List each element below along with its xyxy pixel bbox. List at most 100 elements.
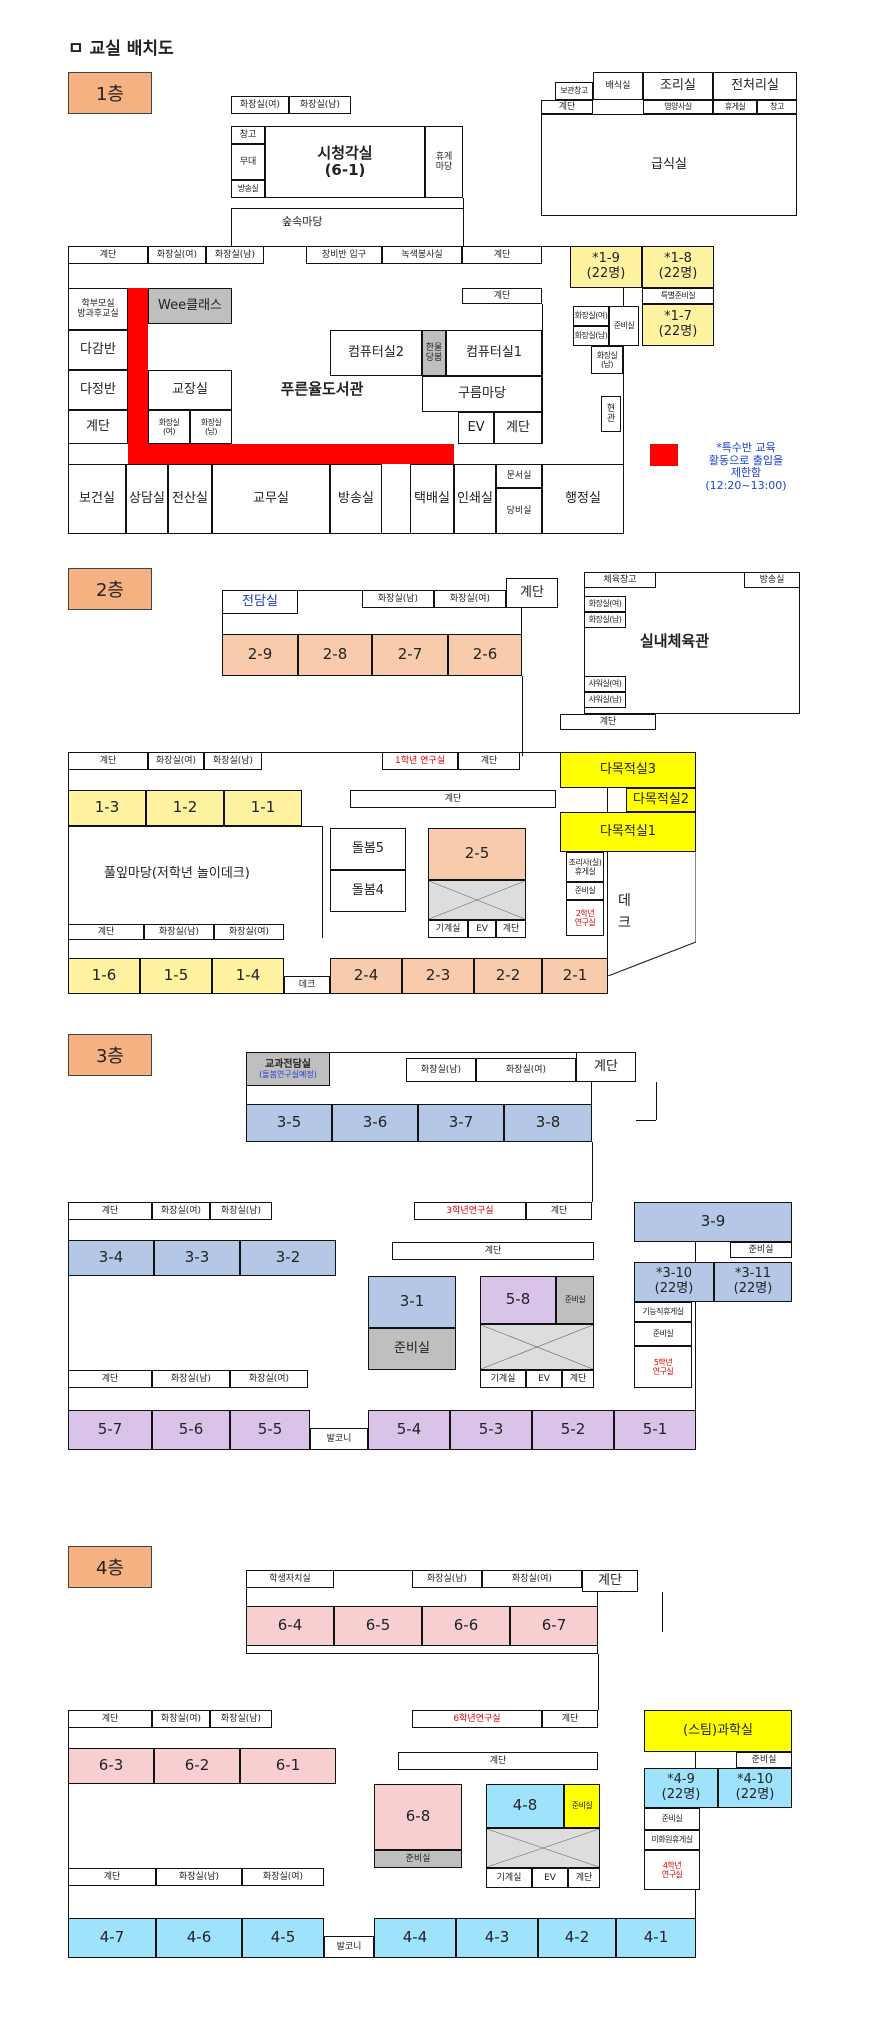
f1-hanul: 한울 당봄: [422, 330, 446, 376]
f1-wc-m-2: 화장실(남): [573, 326, 609, 346]
f2-g2-research: 2학년 연구실: [566, 900, 604, 936]
f1-wee-class: Wee클래스: [148, 288, 232, 324]
f2-gym-outline: [584, 572, 800, 714]
f2-wc-f: 화장실(여): [434, 590, 506, 608]
f1-entrance: 장비반 입구: [306, 246, 382, 264]
f3-balcony: 발코니: [310, 1428, 368, 1450]
f1-stairs-1: 계단: [68, 246, 148, 264]
f3-class-3-11: *3-11 (22명): [714, 1262, 792, 1302]
f2-yard: 풀잎마당(저학년 놀이데크): [104, 866, 250, 881]
f4-stairs-3: 계단: [398, 1752, 598, 1770]
f3-wc-f-1: 화장실(여): [152, 1202, 210, 1220]
f1-stage: 무대: [231, 144, 265, 180]
f1-class-1-7: *1-7 (22명): [642, 304, 714, 346]
f1-restricted-corridor-v: [128, 288, 148, 464]
f1-dagam: 다감반: [68, 330, 128, 370]
f1-health: 보건실: [68, 464, 126, 534]
f1-green: 녹색봉사실: [382, 246, 462, 264]
f1-serving: 배식실: [593, 72, 643, 100]
floor-4-label: 4층: [68, 1546, 152, 1588]
f4-wc-f-1: 화장실(여): [152, 1710, 210, 1728]
floor-1-label: 1층: [68, 72, 152, 114]
f3-stairs-top: 계단: [576, 1052, 636, 1082]
f3-class-3-9: 3-9: [634, 1202, 792, 1242]
f1-after-school: 학부모실 방과후교실: [68, 288, 128, 330]
f3-class-5-4: 5-4: [368, 1410, 450, 1450]
f1-bcast-small: 방송실: [231, 180, 265, 198]
f2-stairs-1: 계단: [68, 752, 148, 770]
f4-balcony: 발코니: [324, 1936, 374, 1958]
f4-wc-m-1: 화장실(남): [210, 1710, 272, 1728]
f1-rest-yard: 휴게 마당: [425, 126, 463, 198]
f4-g6-research: 6학년연구실: [412, 1710, 542, 1728]
f1-rest-room: 휴게실: [713, 100, 757, 114]
f3-wc-m-2: 화장실(남): [152, 1370, 230, 1388]
f4-prep-3: 준비실: [644, 1808, 700, 1830]
f4-prep-2: 준비실: [374, 1850, 462, 1868]
f1-restricted-note: *특수반 교육 활동으로 출입을 제한함 (12:20~13:00): [705, 441, 787, 492]
f1-storage: 창고: [231, 126, 265, 144]
f1-wc-m-1: 화장실(남): [206, 246, 264, 264]
f3-subject-label: 교과전담실: [265, 1058, 311, 1070]
f2-class-2-8: 2-8: [298, 634, 372, 676]
f3-stairs-2: 계단: [526, 1202, 592, 1220]
f2-ev: EV: [468, 920, 496, 938]
f4-class-6-6: 6-6: [422, 1606, 510, 1646]
f2-machine: 기계실: [428, 920, 468, 938]
f2-class-1-2: 1-2: [146, 790, 224, 826]
f3-stairs-ev: 계단: [562, 1370, 594, 1388]
f1-staff-room: 교무실: [212, 464, 330, 534]
f4-class-4-6: 4-6: [156, 1918, 242, 1958]
f4-class-6-5: 6-5: [334, 1606, 422, 1646]
f1-gureum: 구름마당: [422, 376, 542, 412]
f3-ev: EV: [526, 1370, 562, 1388]
f4-stairs-top: 계단: [582, 1570, 638, 1592]
f1-print: 인쇄실: [454, 464, 496, 534]
f2-class-2-4: 2-4: [330, 958, 402, 994]
f2-care-4: 돌봄4: [330, 870, 406, 912]
f2-deck-2: 데크: [284, 976, 330, 994]
f3-wc-f: 화장실(여): [476, 1058, 576, 1082]
f1-kitchen: 조리실: [643, 72, 713, 100]
f1-forest-yard: 숲속마당: [282, 215, 323, 228]
f1-wc-staff-m: 화장실 (남): [190, 410, 232, 444]
f1-wc-f-2: 화장실(여): [573, 306, 609, 326]
f1-stairs-ev: 계단: [494, 412, 542, 444]
f2-wc-f-1: 화장실(여): [148, 752, 204, 770]
f4-wc-f-2: 화장실(여): [242, 1868, 324, 1886]
f2-class-1-4: 1-4: [212, 958, 284, 994]
f3-prep-2: 준비실: [368, 1328, 456, 1370]
f1-ev: EV: [458, 412, 494, 444]
f4-class-6-4: 6-4: [246, 1606, 334, 1646]
f3-class-5-2: 5-2: [532, 1410, 614, 1450]
f4-stairs-4: 계단: [68, 1868, 156, 1886]
f3-prep-v: 준비실: [556, 1276, 594, 1324]
f4-class-4-4: 4-4: [374, 1918, 456, 1958]
f4-machine: 기계실: [486, 1868, 532, 1888]
f1-wc-f-top: 화장실(여): [231, 96, 289, 114]
f3-class-3-10: *3-10 (22명): [634, 1262, 714, 1302]
f1-dajeong: 다정반: [68, 370, 128, 410]
f3-wc-m-1: 화장실(남): [210, 1202, 272, 1220]
f2-class-2-9: 2-9: [222, 634, 298, 676]
f2-cook-rest: 조리사(실) 휴게실: [566, 852, 604, 882]
f3-class-5-5: 5-5: [230, 1410, 310, 1450]
f4-stairs-2: 계단: [542, 1710, 598, 1728]
f4-student-council: 학생자치실: [246, 1570, 334, 1588]
f4-class-4-10: *4-10 (22명): [718, 1768, 792, 1808]
f2-gym-bcast: 방송실: [744, 572, 800, 588]
f3-class-5-6: 5-6: [152, 1410, 230, 1450]
f2-deck: 데 크: [618, 893, 631, 932]
f3-class-5-8: 5-8: [480, 1276, 556, 1324]
f4-void: [486, 1828, 600, 1868]
f3-class-5-1: 5-1: [614, 1410, 696, 1450]
f4-class-6-3: 6-3: [68, 1748, 154, 1784]
f2-exhibit: 전담실: [222, 590, 298, 614]
f2-deck-diagonal: [607, 852, 697, 977]
f1-admin-pc: 전산실: [168, 464, 212, 534]
f2-class-2-7: 2-7: [372, 634, 448, 676]
f3-class-5-3: 5-3: [450, 1410, 532, 1450]
f2-wc-m: 화장실(남): [362, 590, 434, 608]
f1-comp1: 컴퓨터실1: [446, 330, 542, 376]
f1-docs: 문서실: [496, 464, 542, 488]
